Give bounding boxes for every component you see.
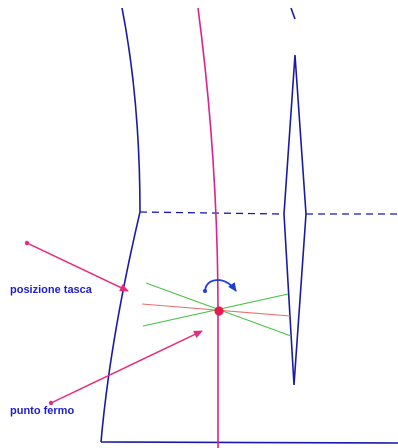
- pocket-position-label: posizione tasca: [10, 284, 92, 296]
- top-tick-mark: [290, 7, 296, 20]
- pocket-position-arrow: [26, 242, 129, 292]
- bottom-hem-line: [100, 441, 398, 444]
- fixed-point-arrow: [50, 330, 203, 404]
- center-grain-line: [197, 7, 219, 448]
- left-seam-line: [100, 7, 141, 443]
- waist-dashed-line: [139, 211, 284, 215]
- rotation-arrow-origin: [203, 289, 207, 293]
- dart-outline: [283, 54, 307, 386]
- pivot-point-icon: [214, 306, 224, 316]
- fixed-point-arrow-origin: [48, 400, 54, 406]
- fixed-point-label: punto fermo: [10, 405, 75, 417]
- pocket-position-arrow-origin: [24, 240, 30, 246]
- curved-arrow-icon: [204, 279, 237, 292]
